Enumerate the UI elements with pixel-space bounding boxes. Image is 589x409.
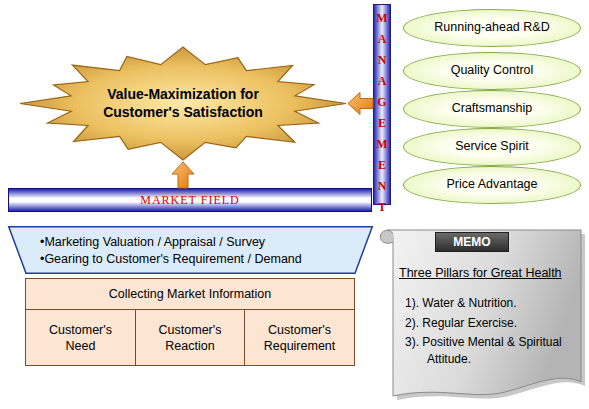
node-label: MANAGEMENT: [374, 11, 390, 221]
trapezoid-fill: [9, 227, 373, 274]
table-cell: Customer's Reaction: [135, 309, 245, 365]
starburst-outline: [18, 45, 348, 162]
ellipse-item: Craftsmanship: [403, 90, 581, 128]
node-label: Value-Maximization for Customer's Satisf…: [88, 85, 278, 121]
node-label: Quality Control: [404, 53, 580, 88]
memo-tag: MEMO: [435, 232, 509, 252]
node-label: Running-ahead R&D: [404, 10, 580, 45]
block-arrow: [348, 93, 373, 115]
node-label: 3). Positive Mental & Spiritual Attitude…: [405, 334, 577, 368]
node-label: Collecting Market Information: [26, 286, 354, 302]
node-label: Service Spirit: [404, 129, 580, 164]
vertical-band: MANAGEMENT: [373, 4, 391, 205]
node-label: 2). Regular Exercise.: [405, 315, 517, 331]
node-label: MEMO: [436, 233, 508, 251]
node-label: Three Pillars for Great Health: [399, 265, 562, 281]
memo-scroll: Three Pillars for Great Health 1). Water …: [375, 226, 587, 406]
starburst-fill: [20, 47, 346, 160]
scroll-body: [387, 230, 581, 396]
horizontal-band: MARKET FIELD: [8, 188, 372, 212]
table-cell: Customer's Requirement: [245, 309, 354, 365]
node-label: •Gearing to Customer's Requirement / Dem…: [40, 252, 302, 267]
trapezoid-box: •Marketing Valuation / Appraisal / Surve…: [8, 226, 373, 274]
ellipse-item: Running-ahead R&D: [403, 9, 581, 47]
node-label: •Marketing Valuation / Appraisal / Surve…: [40, 235, 265, 250]
table-box: Collecting Market InformationCustomer's …: [25, 278, 355, 366]
node-label: Craftsmanship: [404, 91, 580, 126]
ellipse-item: Service Spirit: [403, 128, 581, 166]
ellipse-item: Price Advantage: [403, 166, 581, 204]
node-label: Customer's Need: [26, 322, 135, 354]
node-label: 1). Water & Nutrition.: [405, 295, 517, 311]
starburst-goal: Value-Maximization for Customer's Satisf…: [18, 45, 348, 162]
table-cell: Customer's Need: [26, 309, 135, 365]
node-label: Price Advantage: [404, 167, 580, 202]
scroll-curl: [380, 230, 393, 243]
node-label: Customer's Requirement: [245, 322, 354, 354]
node-label: Customer's Reaction: [136, 322, 244, 354]
node-label: MARKET FIELD: [9, 189, 371, 211]
ellipse-item: Quality Control: [403, 52, 581, 90]
block-arrow: [172, 162, 194, 188]
trapezoid-outline: [8, 226, 373, 274]
